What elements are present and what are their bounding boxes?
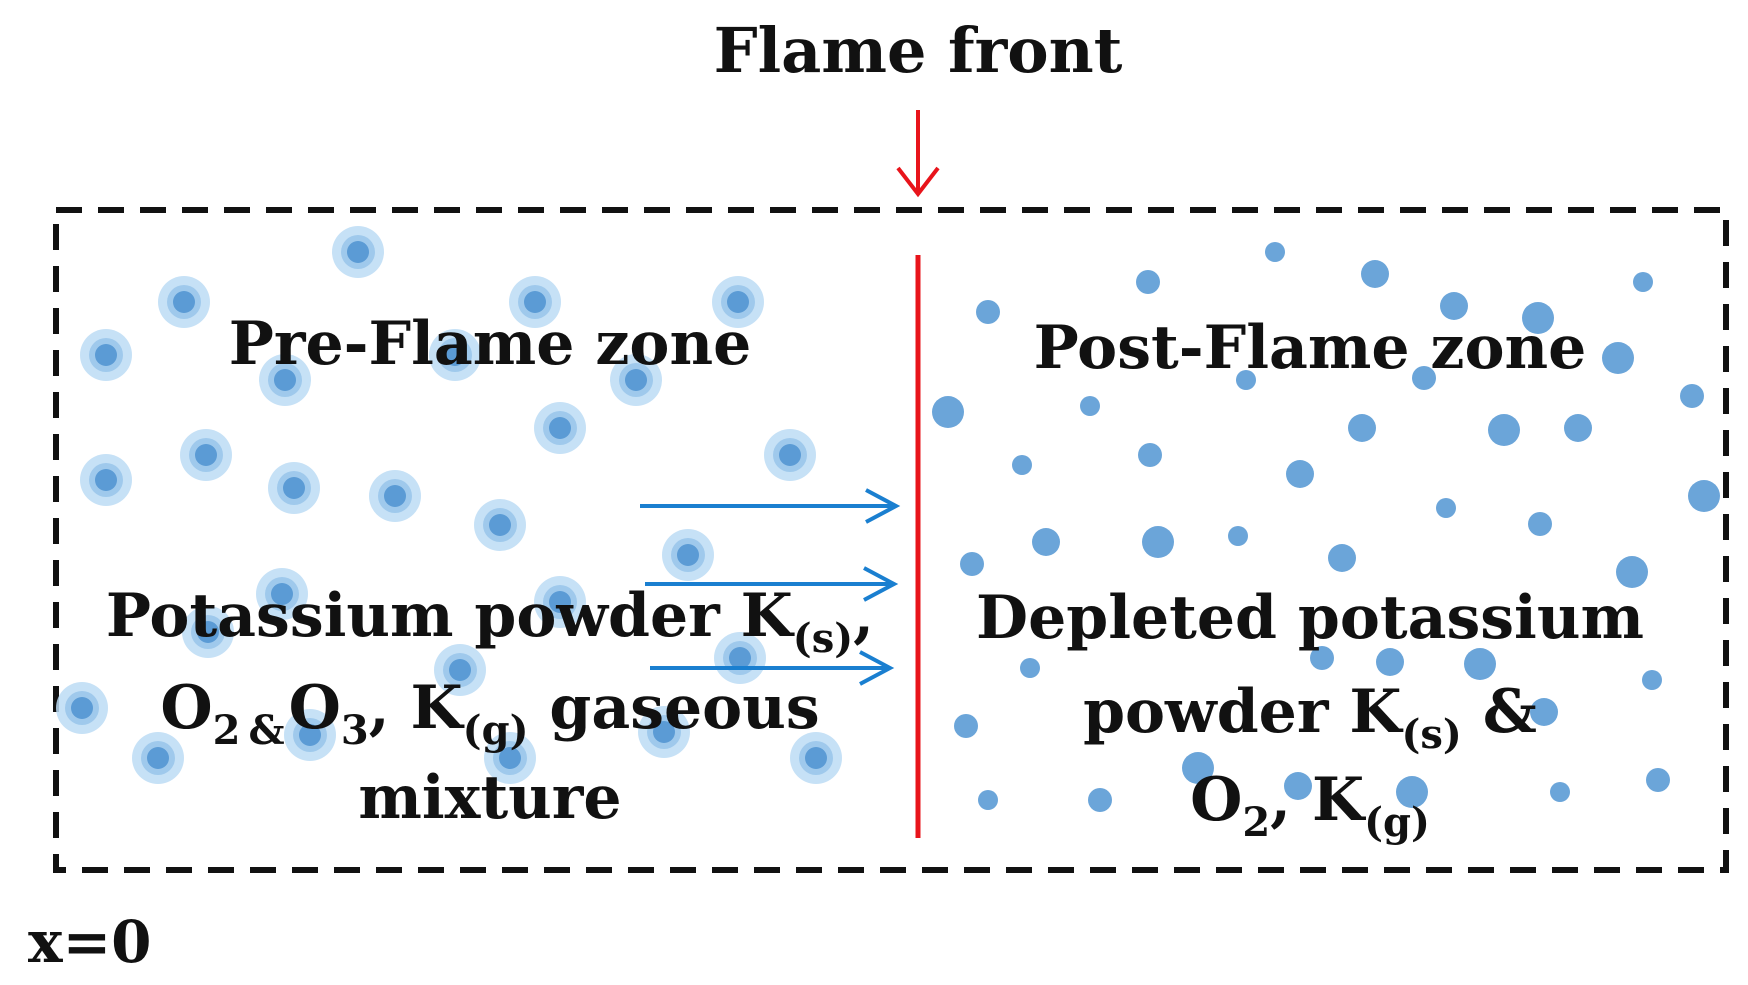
particle-dot-icon — [434, 644, 486, 696]
flame-front-title: Flame front — [714, 14, 1123, 87]
post-flame-heading: Post-Flame zone — [1034, 313, 1587, 383]
post-flame-description-line1: Depleted potassium — [976, 583, 1644, 653]
particle-dot-icon — [1348, 414, 1376, 442]
particle-dot-icon — [1616, 556, 1648, 588]
particle-dot-icon — [932, 396, 964, 428]
particle-dot-icon — [1284, 772, 1312, 800]
particle-dot-icon — [429, 329, 481, 381]
pre-flame-particles — [56, 226, 842, 784]
particle-dot-icon — [80, 329, 132, 381]
particle-dot-icon — [1012, 455, 1032, 475]
particle-dot-icon — [182, 606, 234, 658]
particle-dot-icon — [1182, 752, 1214, 784]
particle-dot-icon — [610, 354, 662, 406]
particle-dot-icon — [332, 226, 384, 278]
particle-dot-icon — [1522, 302, 1554, 334]
particle-dot-icon — [764, 429, 816, 481]
particle-dot-icon — [1310, 646, 1334, 670]
arrow-right-icon — [645, 566, 899, 602]
arrow-right-icon — [650, 650, 895, 686]
particle-dot-icon — [1138, 443, 1162, 467]
particle-dot-icon — [1528, 512, 1552, 536]
particle-dot-icon — [1550, 782, 1570, 802]
particle-dot-icon — [1032, 528, 1060, 556]
particle-dot-icon — [180, 429, 232, 481]
particle-dot-icon — [1602, 342, 1634, 374]
domain-border — [53, 207, 1729, 873]
particle-dot-icon — [1236, 370, 1256, 390]
particle-dot-icon — [1440, 292, 1468, 320]
particle-dot-icon — [534, 402, 586, 454]
particle-dot-icon — [1633, 272, 1653, 292]
post-flame-description-line3: O2, K(g) — [1190, 765, 1430, 846]
particle-dot-icon — [268, 462, 320, 514]
particle-dot-icon — [1228, 526, 1248, 546]
particle-dot-icon — [712, 276, 764, 328]
particle-dot-icon — [638, 706, 690, 758]
particle-dot-icon — [1142, 526, 1174, 558]
origin-label: x=0 — [28, 908, 152, 976]
flow-arrows — [640, 488, 901, 686]
arrow-down-icon — [896, 110, 940, 198]
particle-dot-icon — [1464, 648, 1496, 680]
particle-dot-icon — [132, 732, 184, 784]
particle-dot-icon — [284, 709, 336, 761]
particle-dot-icon — [960, 552, 984, 576]
particle-dot-icon — [1265, 242, 1285, 262]
particle-dot-icon — [534, 576, 586, 628]
particle-dot-icon — [259, 354, 311, 406]
post-flame-description-line2: powder K(s) & — [1083, 677, 1537, 758]
arrow-right-icon — [640, 488, 901, 524]
particle-dot-icon — [1680, 384, 1704, 408]
particle-dot-icon — [1328, 544, 1356, 572]
pre-flame-description-line3: mixture — [358, 763, 621, 833]
particle-dot-icon — [369, 470, 421, 522]
particle-dot-icon — [978, 790, 998, 810]
particle-dot-icon — [80, 454, 132, 506]
particle-dot-icon — [1488, 414, 1520, 446]
particle-dot-icon — [1436, 498, 1456, 518]
pre-flame-description-line2: O2&O3, K(g) gaseous — [160, 673, 819, 754]
particle-dot-icon — [1361, 260, 1389, 288]
particle-dot-icon — [1286, 460, 1314, 488]
pre-flame-heading: Pre-Flame zone — [229, 309, 752, 379]
particle-dot-icon — [484, 732, 536, 784]
particle-dot-icon — [1376, 648, 1404, 676]
particle-dot-icon — [1136, 270, 1160, 294]
pre-flame-description-line1: Potassium powder K(s), — [106, 581, 874, 662]
particle-dot-icon — [1088, 788, 1112, 812]
particle-dot-icon — [954, 714, 978, 738]
particle-dot-icon — [1080, 396, 1100, 416]
particle-dot-icon — [1642, 670, 1662, 690]
particle-dot-icon — [56, 682, 108, 734]
particle-dot-icon — [1646, 768, 1670, 792]
particle-dot-icon — [474, 499, 526, 551]
particle-dot-icon — [976, 300, 1000, 324]
particle-dot-icon — [1530, 698, 1558, 726]
particle-dot-icon — [1412, 366, 1436, 390]
particle-dot-icon — [1020, 658, 1040, 678]
particle-dot-icon — [1396, 776, 1428, 808]
particle-dot-icon — [1564, 414, 1592, 442]
particle-dot-icon — [662, 529, 714, 581]
particle-dot-icon — [256, 568, 308, 620]
post-flame-particles — [932, 242, 1720, 812]
particle-dot-icon — [1688, 480, 1720, 512]
particle-dot-icon — [158, 276, 210, 328]
particle-dot-icon — [509, 276, 561, 328]
particle-dot-icon — [790, 732, 842, 784]
